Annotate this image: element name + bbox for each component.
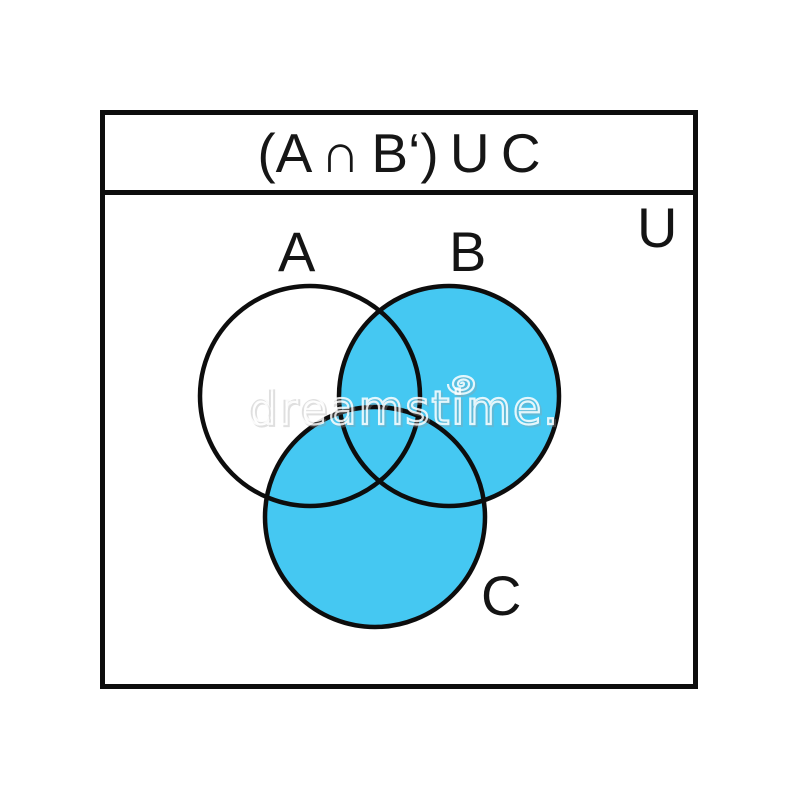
diagram-frame: (A ∩ B‘) U C [100, 110, 698, 689]
set-c-label: C [481, 564, 522, 627]
universal-set-label: U [637, 196, 678, 259]
set-b-label: B [449, 220, 487, 283]
diagram-title-bar: (A ∩ B‘) U C [105, 115, 693, 195]
set-a-label: A [278, 220, 316, 283]
set-expression-title: (A ∩ B‘) U C [257, 121, 541, 184]
